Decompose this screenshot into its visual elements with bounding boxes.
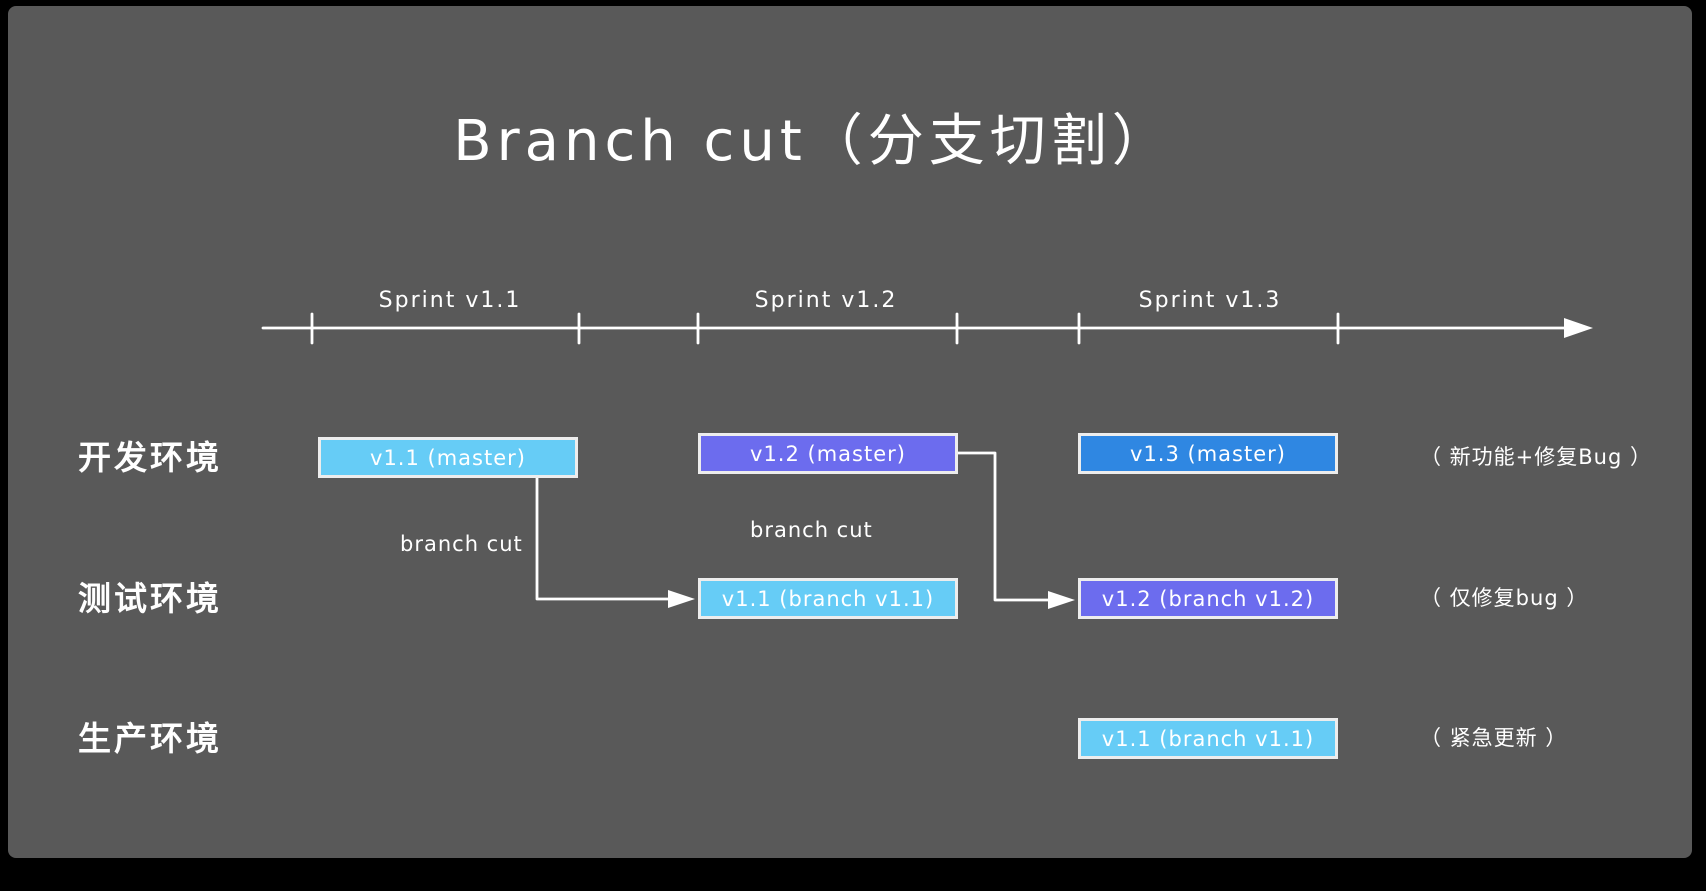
node-dev-v1-3-master: v1.3 (master): [1078, 433, 1338, 474]
sprint-label-v1-2: Sprint v1.2: [754, 288, 898, 313]
sprint-label-v1-3: Sprint v1.3: [1138, 288, 1282, 313]
note-production: （ 紧急更新 ）: [1420, 726, 1568, 750]
node-test-v1-2-branch: v1.2 (branch v1.2): [1078, 578, 1338, 619]
node-test-v1-1-branch: v1.1 (branch v1.1): [698, 578, 958, 619]
diagram-canvas: [8, 6, 1692, 858]
env-label-development: 开发环境: [78, 438, 222, 477]
diagram-title: Branch cut（分支切割）: [453, 109, 1173, 174]
env-label-testing: 测试环境: [78, 579, 222, 618]
node-label: v1.1 (branch v1.1): [1101, 726, 1315, 751]
node-label: v1.2 (branch v1.2): [1101, 586, 1315, 611]
branch-cut-arrow-2: [956, 451, 1064, 602]
note-development: （ 新功能+修复Bug ）: [1420, 445, 1652, 469]
node-dev-v1-1-master: v1.1 (master): [318, 437, 578, 478]
branch-cut-label-1: branch cut: [400, 532, 523, 556]
branch-cut-arrow-2-head: [1048, 591, 1075, 609]
node-label: v1.3 (master): [1130, 441, 1286, 466]
node-label: v1.1 (master): [370, 445, 526, 470]
node-label: v1.2 (master): [750, 441, 906, 466]
branch-cut-arrow-1: [535, 476, 684, 601]
note-testing: （ 仅修复bug ）: [1420, 586, 1589, 610]
env-label-production: 生产环境: [78, 719, 222, 758]
node-label: v1.1 (branch v1.1): [721, 586, 935, 611]
sprint-label-v1-1: Sprint v1.1: [378, 288, 522, 313]
branch-cut-label-2: branch cut: [750, 518, 873, 542]
timeline-arrowhead: [1564, 318, 1593, 338]
branch-cut-arrow-1-head: [668, 590, 695, 608]
node-dev-v1-2-master: v1.2 (master): [698, 433, 958, 474]
node-prod-v1-1-branch: v1.1 (branch v1.1): [1078, 718, 1338, 759]
timeline-axis: [261, 312, 1570, 345]
